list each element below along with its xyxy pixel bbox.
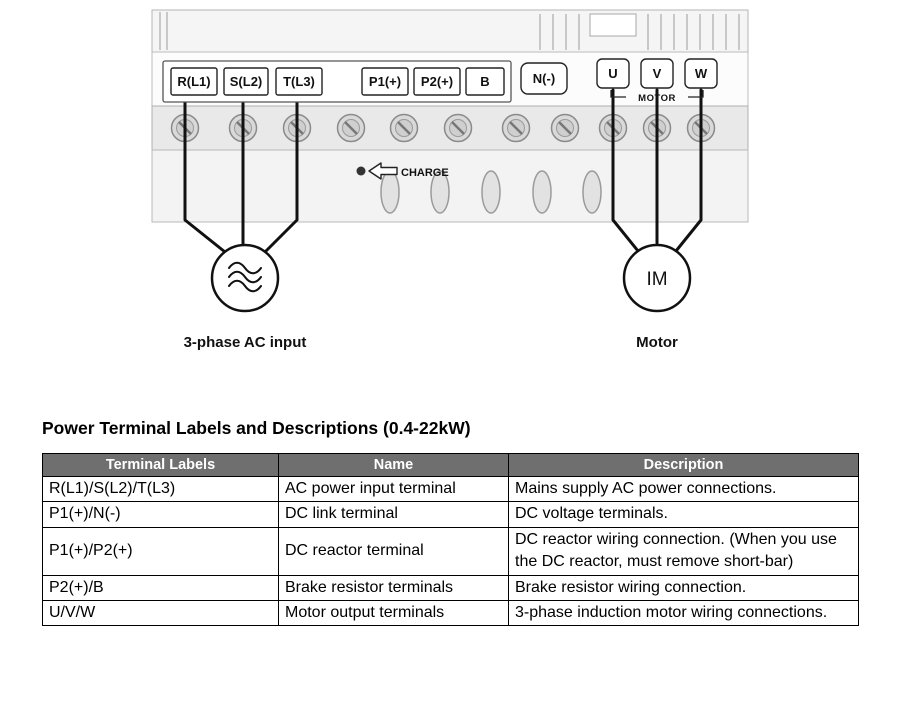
terminal-label-p1: P1(+) (369, 74, 401, 89)
cell-name: AC power input terminal (278, 475, 509, 503)
charge-led-icon (356, 166, 366, 176)
cell-terminal-label: U/V/W (42, 599, 279, 627)
table-row: R(L1)/S(L2)/T(L3) AC power input termina… (42, 475, 859, 503)
wiring-diagram-svg: R(L1) S(L2) T(L3) P1(+) P2(+) B N(-) U V… (151, 9, 749, 351)
table-row: P2(+)/B Brake resistor terminals Brake r… (42, 574, 859, 601)
terminal-label-p2: P2(+) (421, 74, 453, 89)
output-wires (611, 88, 703, 253)
terminal-label-u: U (608, 66, 617, 81)
cell-name: DC reactor terminal (278, 526, 509, 576)
terminal-label-r-l1: R(L1) (177, 74, 210, 89)
input-wires (183, 94, 299, 254)
cell-terminal-label: P1(+)/P2(+) (42, 526, 279, 576)
motor-caption: Motor (636, 334, 678, 351)
terminal-label-n-minus: N(-) (533, 71, 555, 86)
terminal-label-t-l3: T(L3) (283, 74, 315, 89)
terminal-labels-input: R(L1) S(L2) T(L3) P1(+) P2(+) B (162, 60, 512, 103)
terminal-labels-output: U V W MOTOR (596, 58, 718, 104)
table-row: P1(+)/P2(+) DC reactor terminal DC react… (42, 526, 859, 576)
column-header-description: Description (508, 453, 859, 477)
description-section: Power Terminal Labels and Descriptions (… (0, 418, 900, 627)
ac-input-caption: 3-phase AC input (184, 334, 307, 351)
wiring-diagram: R(L1) S(L2) T(L3) P1(+) P2(+) B N(-) U V… (151, 9, 749, 351)
terminal-label-s-l2: S(L2) (230, 74, 263, 89)
table-header-row: Terminal Labels Name Description (42, 453, 859, 477)
cell-description: DC reactor wiring connection. (When you … (508, 526, 859, 576)
terminal-label-b: B (480, 74, 489, 89)
cell-name: Brake resistor terminals (278, 574, 509, 601)
table-row: P1(+)/N(-) DC link terminal DC voltage t… (42, 501, 859, 528)
im-label: IM (646, 269, 667, 290)
ac-source-symbol (210, 243, 280, 313)
cell-terminal-label: P2(+)/B (42, 574, 279, 601)
power-terminal-table: Terminal Labels Name Description R(L1)/S… (42, 453, 859, 627)
terminal-label-n: N(-) (520, 62, 568, 95)
cell-name: DC link terminal (278, 501, 509, 528)
motor-terminal-group-label: MOTOR (638, 93, 676, 104)
terminal-label-w: W (695, 66, 708, 81)
cell-description: 3-phase induction motor wiring connectio… (508, 599, 859, 627)
column-header-terminal-labels: Terminal Labels (42, 453, 279, 477)
cell-description: Mains supply AC power connections. (508, 475, 859, 503)
charge-indicator: CHARGE (356, 162, 449, 180)
cell-terminal-label: R(L1)/S(L2)/T(L3) (42, 475, 279, 503)
charge-arrow-icon (368, 162, 398, 180)
cell-terminal-label: P1(+)/N(-) (42, 501, 279, 528)
terminal-label-v: V (653, 66, 662, 81)
induction-motor-symbol: IM (622, 243, 692, 313)
cell-description: DC voltage terminals. (508, 501, 859, 528)
table-row: U/V/W Motor output terminals 3-phase ind… (42, 599, 859, 627)
cell-description: Brake resistor wiring connection. (508, 574, 859, 601)
column-header-name: Name (278, 453, 509, 477)
cell-name: Motor output terminals (278, 599, 509, 627)
charge-label: CHARGE (401, 167, 449, 179)
lower-terminals (380, 170, 602, 214)
section-heading: Power Terminal Labels and Descriptions (… (42, 418, 471, 438)
